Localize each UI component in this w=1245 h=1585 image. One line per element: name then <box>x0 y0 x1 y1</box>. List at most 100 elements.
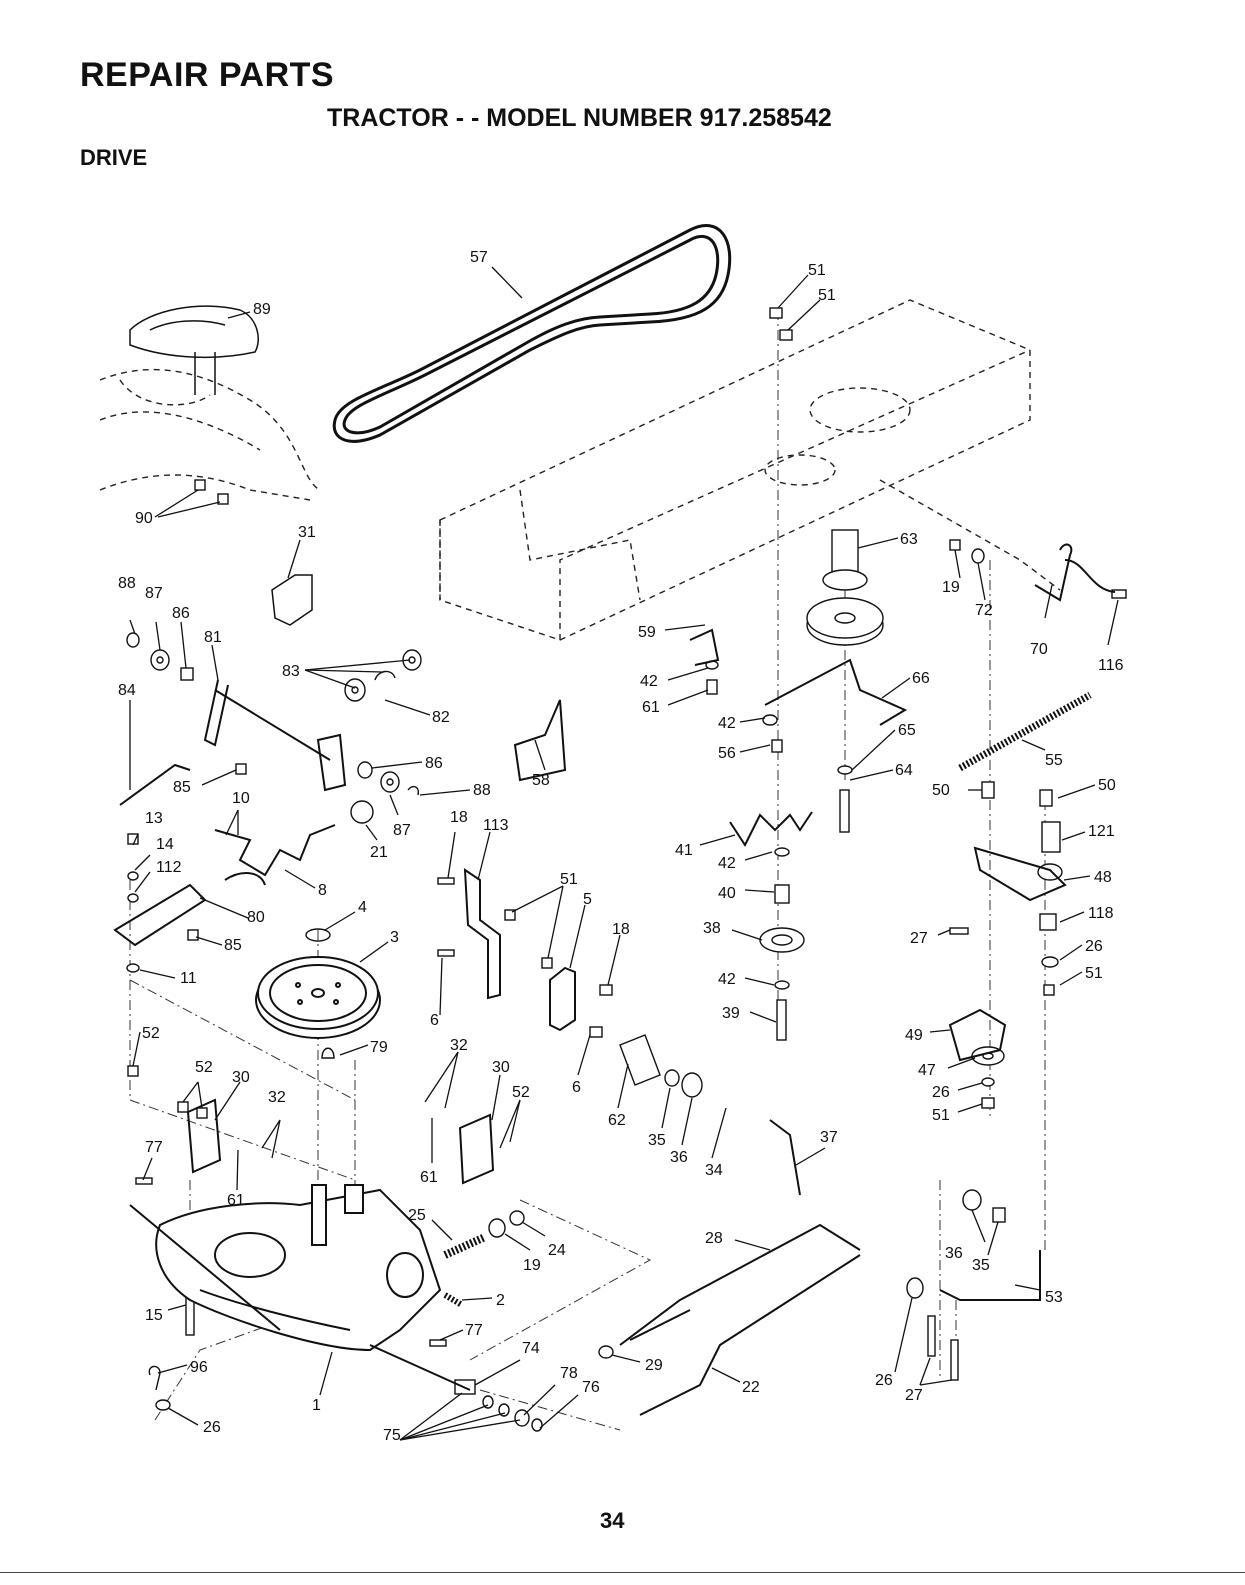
callout-76: 76 <box>582 1379 600 1396</box>
callout-labels: 57 51 51 89 90 31 88 87 86 81 84 83 82 8… <box>118 249 1124 1444</box>
callout-30: 30 <box>492 1059 510 1076</box>
callout-42: 42 <box>718 971 736 988</box>
callout-50: 50 <box>932 782 950 799</box>
footer-rule <box>0 1572 1245 1573</box>
callout-38: 38 <box>703 920 721 937</box>
callout-28: 28 <box>705 1230 723 1247</box>
callout-112: 112 <box>156 859 182 876</box>
callout-96: 96 <box>190 1359 208 1376</box>
callout-34: 34 <box>705 1162 723 1179</box>
callout-5: 5 <box>583 891 592 908</box>
callout-88: 88 <box>118 575 136 592</box>
callout-63: 63 <box>900 531 918 548</box>
transaxle-pulley <box>255 956 381 1039</box>
callout-70: 70 <box>1030 641 1048 658</box>
callout-62: 62 <box>608 1112 626 1129</box>
callout-61: 61 <box>420 1169 438 1186</box>
callout-85: 85 <box>173 779 191 796</box>
callout-27: 27 <box>905 1387 923 1404</box>
callout-89: 89 <box>253 301 271 318</box>
callout-81: 81 <box>204 629 222 646</box>
callout-55: 55 <box>1045 752 1063 769</box>
callout-26: 26 <box>932 1084 950 1101</box>
callout-86: 86 <box>172 605 190 622</box>
callout-116: 116 <box>1098 657 1124 674</box>
callout-61: 61 <box>227 1192 245 1209</box>
callout-84: 84 <box>118 682 136 699</box>
shield-31 <box>271 574 313 626</box>
callout-47: 47 <box>918 1062 936 1079</box>
callout-49: 49 <box>905 1027 923 1044</box>
callout-74: 74 <box>522 1340 540 1357</box>
callout-50: 50 <box>1098 777 1116 794</box>
callout-42: 42 <box>718 715 736 732</box>
callout-39: 39 <box>722 1005 740 1022</box>
callout-21: 21 <box>370 844 388 861</box>
callout-36: 36 <box>670 1149 688 1166</box>
callout-15: 15 <box>145 1307 163 1324</box>
callout-64: 64 <box>895 762 913 779</box>
callout-42: 42 <box>718 855 736 872</box>
callout-72: 72 <box>975 602 993 619</box>
callout-14: 14 <box>156 836 174 853</box>
callout-78: 78 <box>560 1365 578 1382</box>
frame-outline <box>99 299 1061 641</box>
callout-66: 66 <box>912 670 930 687</box>
callout-82: 82 <box>432 709 450 726</box>
callout-4: 4 <box>358 899 367 916</box>
callout-3: 3 <box>390 929 399 946</box>
callout-29: 29 <box>645 1357 663 1374</box>
callout-75: 75 <box>383 1427 401 1444</box>
callout-37: 37 <box>820 1129 838 1146</box>
callout-88: 88 <box>473 782 491 799</box>
section-heading: DRIVE <box>80 145 148 170</box>
callout-18: 18 <box>612 921 630 938</box>
callout-6: 6 <box>572 1079 581 1096</box>
page-title: REPAIR PARTS <box>80 56 335 94</box>
page-number: 34 <box>600 1508 625 1533</box>
callout-57: 57 <box>470 249 488 266</box>
callout-26: 26 <box>203 1419 221 1436</box>
callout-35: 35 <box>648 1132 666 1149</box>
callout-6: 6 <box>430 1012 439 1029</box>
callout-25: 25 <box>408 1207 426 1224</box>
callout-8: 8 <box>318 882 327 899</box>
callout-51: 51 <box>818 287 836 304</box>
callout-51: 51 <box>808 262 826 279</box>
callout-61: 61 <box>642 699 660 716</box>
callout-19: 19 <box>942 579 960 596</box>
callout-86: 86 <box>425 755 443 772</box>
callout-121: 121 <box>1088 823 1115 840</box>
callout-52: 52 <box>195 1059 213 1076</box>
callout-42: 42 <box>640 673 658 690</box>
callout-32: 32 <box>450 1037 468 1054</box>
seat-pan <box>129 305 259 395</box>
callout-77: 77 <box>145 1139 163 1156</box>
model-subtitle: TRACTOR - - MODEL NUMBER 917.258542 <box>327 104 832 132</box>
leader-lines <box>129 266 1119 1441</box>
callout-32: 32 <box>268 1089 286 1106</box>
callout-36: 36 <box>945 1245 963 1262</box>
callout-51: 51 <box>560 871 578 888</box>
callout-31: 31 <box>298 524 316 541</box>
callout-90: 90 <box>135 510 153 527</box>
callout-58: 58 <box>532 772 550 789</box>
transaxle <box>129 1184 471 1391</box>
callout-52: 52 <box>142 1025 160 1042</box>
callout-87: 87 <box>145 585 163 602</box>
callout-19: 19 <box>523 1257 541 1274</box>
callout-118: 118 <box>1088 905 1114 922</box>
callout-59: 59 <box>638 624 656 641</box>
callout-24: 24 <box>548 1242 566 1259</box>
callout-85: 85 <box>224 937 242 954</box>
callout-56: 56 <box>718 745 736 762</box>
callout-53: 53 <box>1045 1289 1063 1306</box>
callout-10: 10 <box>232 790 250 807</box>
callout-87: 87 <box>393 822 411 839</box>
callout-35: 35 <box>972 1257 990 1274</box>
callout-79: 79 <box>370 1039 388 1056</box>
callout-2: 2 <box>496 1292 505 1309</box>
callout-27: 27 <box>910 930 928 947</box>
callout-113: 113 <box>483 817 509 834</box>
callout-11: 11 <box>180 970 197 987</box>
